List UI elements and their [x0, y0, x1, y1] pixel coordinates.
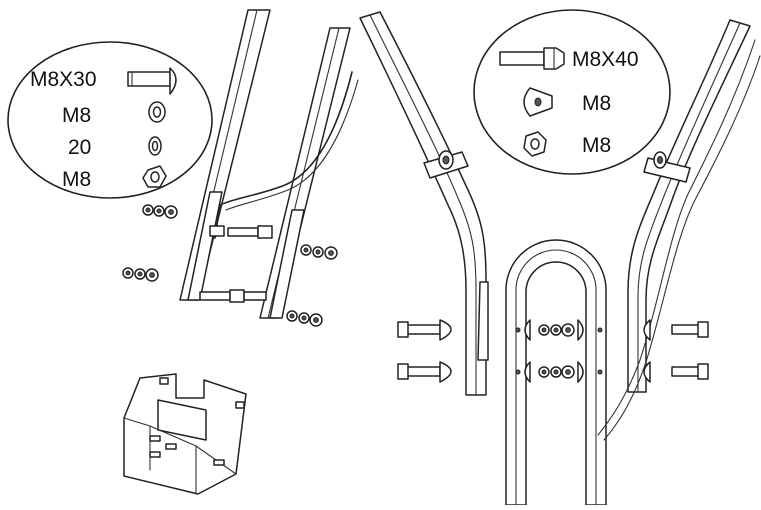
left-callout-spring-washer-label: 20: [68, 136, 91, 159]
bolt-icon: [499, 47, 565, 70]
right-parts-callout: M8X40 M8 M8: [473, 9, 671, 175]
hardware-row: [524, 319, 584, 341]
hardware-row: [286, 310, 323, 327]
flat-washer-icon: [148, 101, 166, 123]
right-callout-nut-label: M8: [582, 134, 611, 157]
tube-clamp: [643, 151, 691, 183]
frame-bolt: [227, 225, 273, 239]
left-callout-ellipse: [7, 41, 213, 199]
right-callout-ellipse: [473, 9, 671, 175]
left-callout-washer-label: M8: [62, 104, 91, 127]
hex-nut-icon: [142, 165, 167, 188]
left-handle-frame: [179, 9, 359, 319]
side-bolt: [643, 361, 709, 383]
tube-clamp: [423, 150, 469, 179]
right-handle: [597, 19, 761, 441]
right-callout-bolt-label: M8X40: [572, 48, 639, 71]
side-bolt: [397, 319, 452, 341]
left-parts-callout: M8X30 M8 20 M8: [7, 41, 213, 199]
base-bracket: [123, 373, 247, 495]
left-callout-bolt-label: M8X30: [30, 68, 97, 91]
side-bolt: [643, 319, 709, 341]
lock-nut-icon: [523, 131, 547, 157]
hardware-row: [300, 244, 338, 260]
right-callout-washer-label: M8: [582, 92, 611, 115]
bolt-icon: [127, 67, 177, 95]
center-curved-handle: [359, 11, 489, 396]
frame-bolt: [199, 289, 245, 303]
side-bolt: [397, 361, 452, 383]
left-callout-nut-label: M8: [62, 168, 91, 191]
hardware-row: [142, 204, 178, 219]
hardware-row: [122, 267, 159, 282]
spring-washer-icon: [148, 136, 162, 156]
hardware-row: [524, 361, 584, 383]
curved-washer-icon: [523, 87, 553, 117]
